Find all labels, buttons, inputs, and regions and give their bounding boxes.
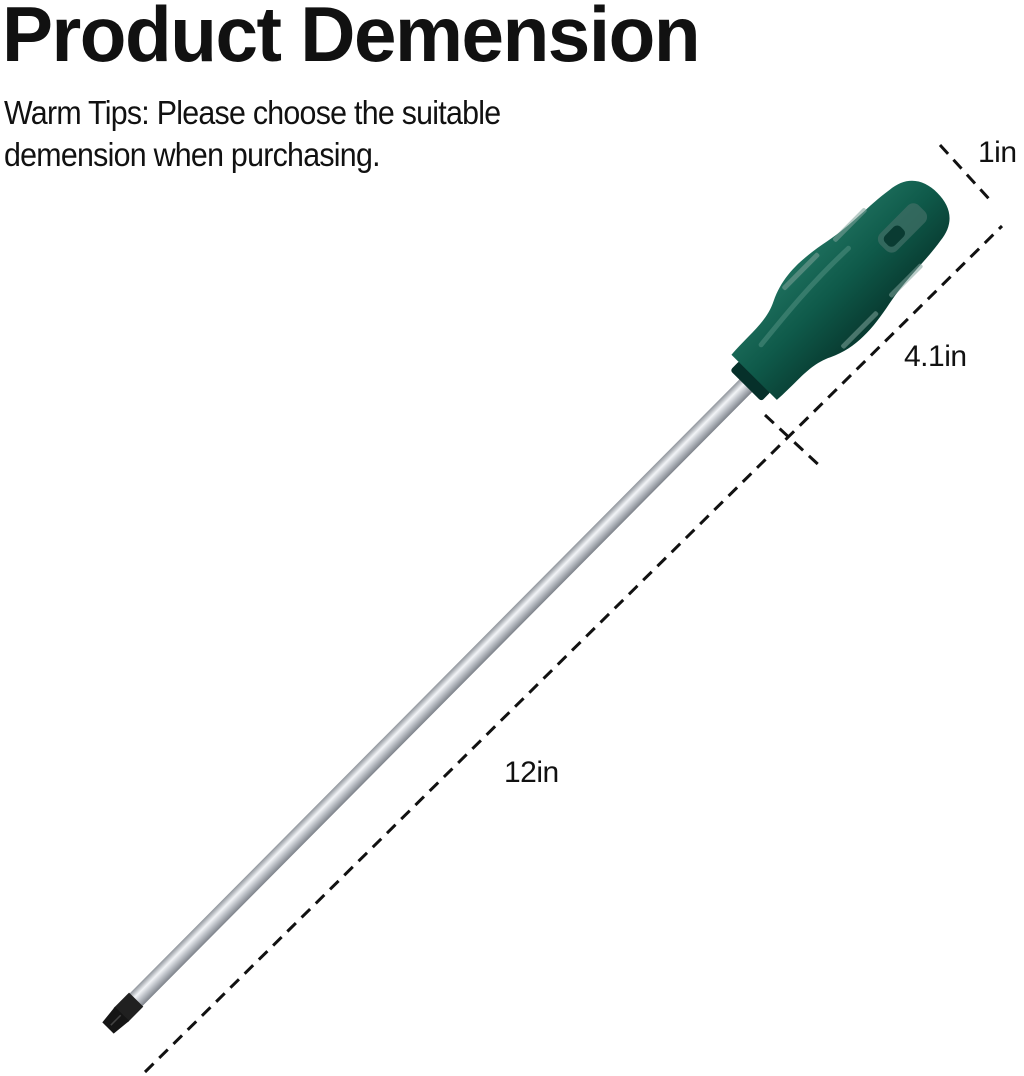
length-dimension-line [143, 224, 1004, 1074]
shaft [123, 377, 755, 1012]
width-dimension-line [938, 143, 992, 202]
screwdriver [102, 180, 950, 1034]
total-length-label: 12in [504, 756, 559, 789]
handle-end-tick [763, 413, 824, 470]
page-title: Product Demension [2, 0, 701, 78]
handle-length-label: 4.1in [904, 340, 967, 373]
warm-tips: Warm Tips: Please choose the suitable de… [4, 92, 593, 176]
tips-line-1: Warm Tips: Please choose the suitable [4, 94, 501, 131]
tips-line-2: demension when purchasing. [4, 136, 381, 173]
dimension-lines [143, 143, 1004, 1074]
handle [731, 180, 950, 401]
handle-width-label: 1in [978, 136, 1017, 169]
